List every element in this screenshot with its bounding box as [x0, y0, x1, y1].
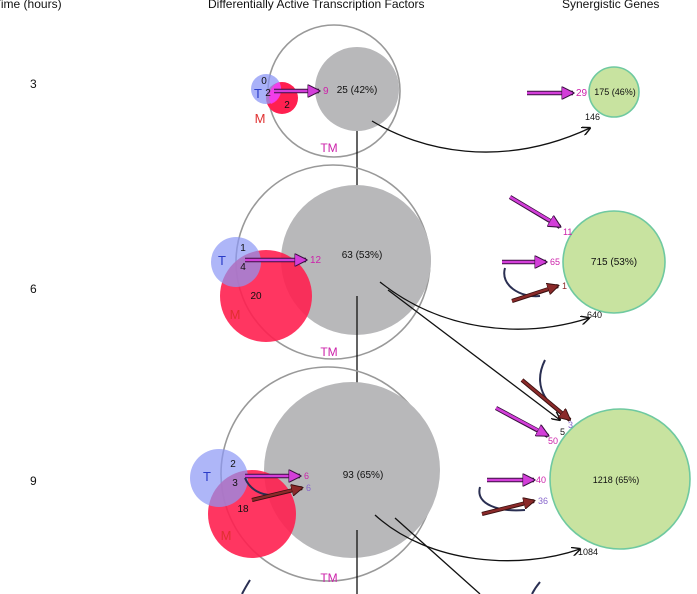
tf-to-genes-cross-9h — [394, 517, 481, 594]
genes-in-brown-6h-fill — [511, 286, 557, 303]
m-only-count-9h: 18 — [237, 504, 249, 515]
time-label-3: 3 — [30, 77, 37, 91]
tf-main-count-6h: 63 (53%) — [342, 250, 383, 261]
genes-circle-6h — [562, 210, 666, 314]
tf-to-genes-arc-3h — [371, 120, 590, 153]
t-label-9h: T — [203, 469, 211, 484]
genes-mid-count-9h: 5 — [560, 427, 565, 437]
t-only-count-9h: 2 — [230, 459, 236, 470]
genes-count-6h: 715 (53%) — [591, 257, 637, 268]
genes-in-arrow-top-6h-fill — [509, 195, 559, 226]
tf-header: Differentially Active Transcription Fact… — [208, 0, 425, 11]
time-label-6: 6 — [30, 282, 37, 296]
tf-main-count-9h: 93 (65%) — [343, 470, 384, 481]
t-circle-9h — [190, 449, 248, 507]
genes-in-count-3h: 29 — [576, 88, 588, 99]
genes-in-brown-9h-fill — [481, 501, 533, 516]
overlap-count-3h: 2 — [265, 88, 271, 99]
genes-circle-9h — [549, 408, 691, 550]
tm-circle-9h — [264, 382, 440, 558]
tm-label-6h: TM — [320, 345, 337, 359]
arrow-to-tm-brown-9h-fill — [251, 488, 301, 502]
overlap-count-6h: 4 — [240, 262, 246, 273]
to-tm-count-6h: 12 — [310, 255, 322, 266]
genes-from-tf-count-3h: 146 — [585, 112, 600, 122]
genes-count-3h: 175 (46%) — [594, 87, 636, 97]
tm-circle-3h — [315, 47, 399, 131]
m-only-count-3h: 2 — [284, 100, 290, 111]
tf-to-genes-cross-6h — [387, 289, 560, 420]
t-circle-6h — [211, 237, 261, 287]
tf-main-count-3h: 25 (42%) — [337, 85, 378, 96]
m-label-3h: M — [255, 111, 266, 126]
genes-in-brown-top-9h-fill — [521, 379, 569, 419]
time-label-9: 9 — [30, 474, 37, 488]
t-label-6h: T — [218, 253, 226, 268]
genes-in-brown-count-6h: 1 — [562, 281, 567, 291]
tf-to-genes-arc-6h — [379, 281, 589, 330]
partial-arc-left — [241, 579, 251, 594]
t-label-3h: T — [254, 86, 262, 101]
genes-in-count-6h: 65 — [550, 257, 560, 267]
time-header: Time (hours) — [0, 0, 62, 11]
genes-in-count-top-6h: 11 — [563, 227, 572, 237]
m-only-count-6h: 20 — [250, 291, 262, 302]
genes-count-9h: 1218 (65%) — [593, 475, 640, 485]
to-tm-count-9h: 6 — [304, 471, 309, 481]
brown-arc-6h — [503, 267, 541, 298]
genes-in-magenta-top-count-9h: 50 — [548, 436, 558, 446]
t-only-count-6h: 1 — [240, 243, 246, 254]
genes-in-magenta-top-9h-fill — [495, 406, 547, 435]
tm-circle-6h — [281, 185, 431, 335]
tm-label-9h: TM — [320, 571, 337, 585]
m-label-9h: M — [221, 528, 232, 543]
to-tm-brown-count-9h: 6 — [306, 483, 311, 493]
genes-in-brown-top-count-9h: 3 — [568, 420, 573, 430]
genes-from-tf-count-6h: 640 — [587, 310, 602, 320]
to-tm-count-3h: 9 — [323, 86, 329, 97]
tm-label-3h: TM — [320, 141, 337, 155]
genes-from-tf-count-9h: 1084 — [578, 547, 598, 557]
partial-arc-right — [531, 581, 541, 594]
overlap-count-9h: 3 — [232, 478, 238, 489]
genes-header: Synergistic Genes — [562, 0, 660, 11]
brown-arc-9h — [478, 486, 526, 512]
genes-in-count-9h: 40 — [536, 475, 546, 485]
genes-in-brown-count-9h: 36 — [538, 496, 548, 506]
m-label-6h: M — [230, 307, 241, 322]
t-only-count-3h: 0 — [261, 76, 267, 87]
genes-circle-3h — [588, 66, 640, 118]
tf-to-genes-arc-9h — [374, 514, 580, 562]
